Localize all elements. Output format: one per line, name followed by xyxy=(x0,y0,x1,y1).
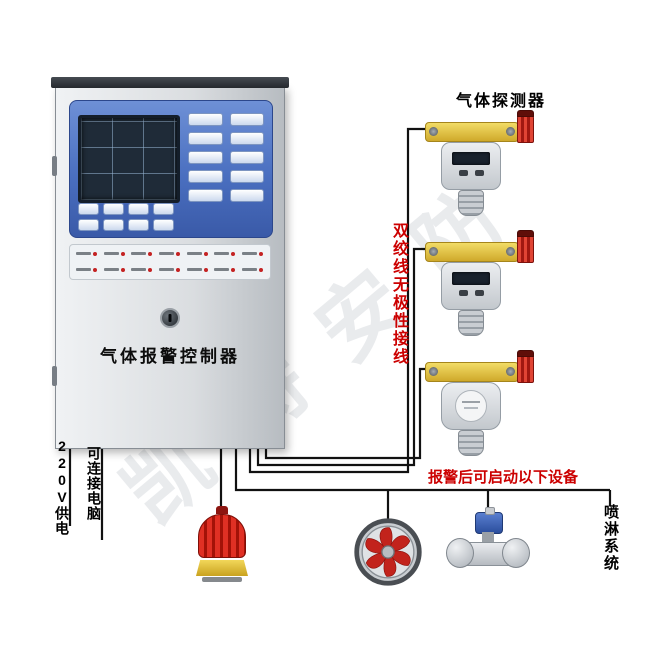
panel-button xyxy=(188,170,223,183)
panel-button xyxy=(229,132,264,145)
panel-button xyxy=(128,203,149,215)
indicator-led xyxy=(213,249,237,259)
gas-detector-1 xyxy=(425,110,535,224)
panel-button xyxy=(229,189,264,202)
panel-button xyxy=(188,151,223,164)
power-label: 220V供电 xyxy=(54,438,70,536)
detector-buttons xyxy=(442,170,500,176)
panel-button xyxy=(78,203,99,215)
screw-icon xyxy=(506,247,515,256)
panel-button xyxy=(153,203,174,215)
panel-button xyxy=(229,113,264,126)
spray-system-label: 喷淋系统 xyxy=(602,504,619,572)
indicator-led xyxy=(103,249,127,259)
detector-section-title: 气体探测器 xyxy=(456,93,547,110)
indicator-led xyxy=(158,249,182,259)
indicator-strip xyxy=(69,244,271,280)
panel-button xyxy=(188,189,223,202)
gas-detector-3 xyxy=(425,350,535,464)
indicator-led xyxy=(241,249,265,259)
screw-icon xyxy=(506,367,515,376)
hinge-icon xyxy=(52,366,57,386)
indicator-led xyxy=(158,265,182,275)
detector-buttons xyxy=(442,290,500,296)
controller-top-edge xyxy=(51,77,289,88)
panel-button xyxy=(229,151,264,164)
mounting-bracket xyxy=(425,122,519,142)
indicator-row xyxy=(75,249,265,259)
mounting-bracket xyxy=(425,242,519,262)
detector1-wire xyxy=(248,127,426,474)
indicator-row xyxy=(75,265,265,275)
detector-beacon-icon xyxy=(517,350,534,383)
indicator-led xyxy=(241,265,265,275)
fan-icon xyxy=(354,518,422,586)
indicator-led xyxy=(75,265,99,275)
gas-alarm-controller: 气体报警控制器 xyxy=(51,77,289,449)
valve-flange xyxy=(446,538,474,568)
detector2-wire xyxy=(256,247,426,467)
detector-display xyxy=(452,272,490,285)
gas-detector-2 xyxy=(425,230,535,344)
panel-button xyxy=(103,203,124,215)
screw-icon xyxy=(429,127,438,136)
screw-icon xyxy=(429,367,438,376)
door-lock-icon xyxy=(160,308,180,328)
indicator-led xyxy=(186,265,210,275)
panel-button xyxy=(103,219,124,231)
panel-button xyxy=(153,219,174,231)
output-bus-wire xyxy=(234,448,610,492)
wiring-note: 双绞线无极性接线 xyxy=(390,222,407,366)
function-key-row xyxy=(78,219,174,231)
function-keys xyxy=(78,203,174,235)
detector-display xyxy=(452,152,490,165)
detector-body xyxy=(441,262,501,310)
solenoid-valve xyxy=(446,507,530,582)
screw-icon xyxy=(506,127,515,136)
valve-neck xyxy=(482,532,494,542)
indicator-led xyxy=(213,265,237,275)
detector-body xyxy=(441,142,501,190)
indicator-led xyxy=(103,265,127,275)
indicator-led xyxy=(130,265,154,275)
function-key-row xyxy=(78,203,174,215)
valve-coil xyxy=(475,507,503,534)
strobe-base xyxy=(196,560,248,576)
detector-body xyxy=(441,382,501,430)
strobe-dome xyxy=(198,514,246,558)
lcd-screen xyxy=(78,115,180,203)
indicator-led xyxy=(130,249,154,259)
hinge-icon xyxy=(52,156,57,176)
sensor-head xyxy=(458,310,484,336)
sensor-head xyxy=(458,430,484,456)
detector3-wire xyxy=(264,367,426,460)
detector-beacon-icon xyxy=(517,230,534,263)
alarm-output-note: 报警后可启动以下设备 xyxy=(428,469,579,486)
exhaust-fan xyxy=(354,518,422,586)
panel-button xyxy=(188,132,223,145)
strobe-cap xyxy=(216,506,228,514)
sensor-head xyxy=(458,190,484,216)
controller-title: 气体报警控制器 xyxy=(100,347,240,366)
computer-label: 可连接电脑 xyxy=(86,446,102,521)
controller-front-panel xyxy=(69,100,273,238)
panel-button xyxy=(188,113,223,126)
indicator-led xyxy=(75,249,99,259)
strobe-foot xyxy=(202,577,242,582)
panel-button xyxy=(229,170,264,183)
panel-button xyxy=(78,219,99,231)
detector-dial xyxy=(455,390,487,422)
valve-flange xyxy=(502,538,530,568)
keypad xyxy=(188,113,264,202)
detector-beacon-icon xyxy=(517,110,534,143)
indicator-led xyxy=(186,249,210,259)
panel-button xyxy=(128,219,149,231)
alarm-strobe-light xyxy=(196,506,248,588)
screw-icon xyxy=(429,247,438,256)
mounting-bracket xyxy=(425,362,519,382)
